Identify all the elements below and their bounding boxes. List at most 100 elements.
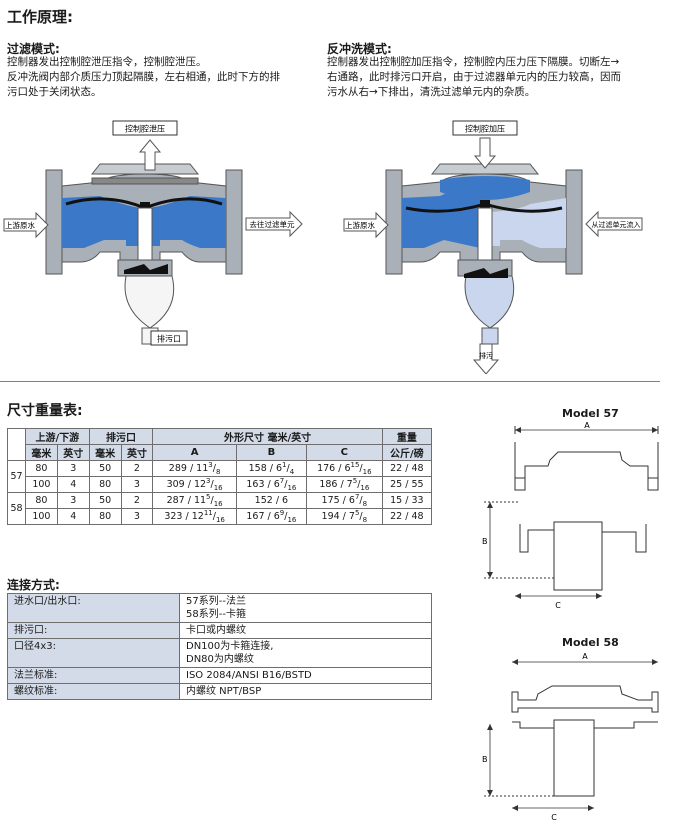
- conn-value-line: DN100为卡箍连接,: [186, 641, 274, 652]
- cell-dim-b: 158 / 61/4: [235, 459, 307, 478]
- cell-dim-a: 287 / 115/16: [152, 492, 237, 510]
- label-pressurize: 控制腔加压: [465, 124, 505, 134]
- cell-dim-c: 186 / 75/16: [305, 476, 383, 494]
- frac-denominator: 8: [362, 500, 368, 509]
- cell-updown-mm: 80: [25, 492, 58, 510]
- table-row: 排污口:卡口或内螺纹: [7, 622, 432, 639]
- label-from-filter: 从过滤单元流入: [592, 220, 641, 229]
- dim-value: 158 / 6: [248, 463, 283, 475]
- frac-slash: /: [357, 479, 361, 491]
- frac-numerator: 7: [354, 493, 360, 502]
- dim-value: 323 / 12: [164, 511, 204, 523]
- frac-numerator: 5: [354, 509, 360, 518]
- cell-updown-in: 4: [56, 476, 90, 494]
- frac-denominator: 16: [213, 500, 223, 509]
- frac-denominator: 16: [360, 484, 370, 493]
- dim-value: 152 / 6: [254, 495, 289, 507]
- filter-mode-desc: 控制器发出控制腔泄压指令，控制腔泄压。 反冲洗阀内部介质压力顶起隔膜，左右相通，…: [7, 55, 322, 100]
- cell-drain-in: 2: [120, 492, 154, 510]
- frac-slash: /: [359, 511, 363, 523]
- frac-slash: /: [359, 495, 363, 507]
- dim-c-label: C: [551, 813, 557, 822]
- cell-weight: 15 / 33: [381, 492, 433, 510]
- frac-denominator: 8: [215, 468, 221, 477]
- corner-cell: [7, 428, 26, 461]
- hdr-a: A: [152, 444, 237, 461]
- dim-value: 309 / 12: [166, 479, 207, 491]
- dims-title: 尺寸重量表:: [7, 403, 83, 419]
- hdr-drain: 排污口: [88, 428, 154, 445]
- conn-title: 连接方式:: [7, 578, 60, 592]
- cell-updown-in: 3: [56, 492, 90, 510]
- dim-value: 175 / 6: [321, 495, 355, 507]
- hdr-weight-unit: 公斤/磅: [381, 444, 433, 461]
- frac-denominator: 8: [362, 516, 368, 525]
- cell-drain-mm: 50: [88, 492, 122, 510]
- text-line: 污口处于关闭状态。: [7, 86, 102, 98]
- dim-value: 186 / 7: [319, 479, 353, 491]
- frac-numerator: 3: [206, 477, 211, 486]
- conn-value-line: 内螺纹 NPT/BSP: [186, 686, 262, 697]
- backwash-mode-title: 反冲洗模式:: [327, 42, 392, 56]
- conn-key: 法兰标准:: [7, 667, 180, 684]
- hdr-outer: 外形尺寸 毫米/英寸: [152, 428, 383, 445]
- model58-drawing: A B C: [482, 652, 659, 822]
- hdr-inch: 英寸: [120, 444, 154, 461]
- dim-a-label: A: [584, 421, 590, 430]
- table-row: 口径4x3:DN100为卡箍连接,DN80为内螺纹: [7, 638, 432, 668]
- cell-drain-mm: 80: [88, 476, 122, 494]
- frac-slash: /: [212, 511, 216, 523]
- hdr-mm: 毫米: [88, 444, 122, 461]
- model-cell: 57: [7, 459, 26, 494]
- conn-value: 内螺纹 NPT/BSP: [179, 683, 432, 700]
- frac-denominator: 4: [289, 468, 295, 477]
- filter-mode-title: 过滤模式:: [7, 42, 60, 56]
- dim-c-label: C: [555, 601, 561, 610]
- cell-weight: 25 / 55: [381, 476, 433, 494]
- section-divider: [0, 381, 660, 382]
- frac-slash: /: [284, 479, 288, 491]
- dim-a-label: A: [582, 652, 588, 661]
- cell-dim-c: 175 / 67/8: [305, 492, 383, 510]
- cell-dim-a: 323 / 1211/16: [152, 508, 237, 526]
- cell-dim-c: 176 / 615/16: [305, 459, 383, 478]
- frac-slash: /: [210, 495, 214, 507]
- cell-drain-in: 3: [120, 508, 154, 526]
- frac-numerator: 7: [279, 477, 285, 486]
- frac-numerator: 1: [282, 461, 287, 469]
- dim-value: 289 / 11: [168, 463, 209, 475]
- text-line: 控制器发出控制腔加压指令，控制腔内压力压下隔膜。切断左→: [327, 56, 620, 68]
- frac-denominator: 16: [213, 484, 223, 493]
- frac-slash: /: [212, 463, 216, 475]
- dim-value: 167 / 6: [246, 511, 280, 523]
- frac-numerator: 5: [206, 493, 211, 502]
- frac-slash: /: [284, 511, 288, 523]
- text-line: 控制器发出控制腔泄压指令，控制腔泄压。: [7, 56, 207, 68]
- frac-numerator: 11: [203, 509, 213, 518]
- dim-b-label: B: [482, 537, 488, 546]
- cell-dim-a: 289 / 113/8: [152, 459, 237, 478]
- conn-value-line: 58系列--卡箍: [186, 609, 246, 620]
- table-row: 螺纹标准:内螺纹 NPT/BSP: [7, 683, 432, 700]
- frac-numerator: 15: [350, 461, 360, 469]
- frac-numerator: 3: [208, 461, 213, 469]
- backwash-mode-desc: 控制器发出控制腔加压指令，控制腔内压力压下隔膜。切断左→ 右通路，此时排污口开启…: [327, 55, 662, 100]
- conn-value: 卡口或内螺纹: [179, 622, 432, 639]
- frac-denominator: 16: [287, 516, 297, 525]
- frac-denominator: 16: [215, 516, 225, 525]
- text-line: 右通路，此时排污口开启，由于过滤器单元内的压力较高，因而: [327, 71, 621, 83]
- conn-value-line: 57系列--法兰: [186, 596, 246, 607]
- table-row: 法兰标准: ISO 2084/ANSI B16/BSTD: [7, 667, 432, 684]
- section-title: 工作原理:: [7, 8, 73, 26]
- cell-dim-a: 309 / 123/16: [152, 476, 237, 494]
- hdr-updown: 上游/下游: [25, 428, 90, 445]
- conn-value-line: ISO 2084/ANSI B16/BSTD: [186, 670, 312, 681]
- cell-updown-mm: 100: [25, 476, 58, 494]
- hdr-inch: 英寸: [56, 444, 90, 461]
- cell-updown-in: 4: [56, 508, 90, 526]
- cell-updown-in: 3: [56, 459, 90, 478]
